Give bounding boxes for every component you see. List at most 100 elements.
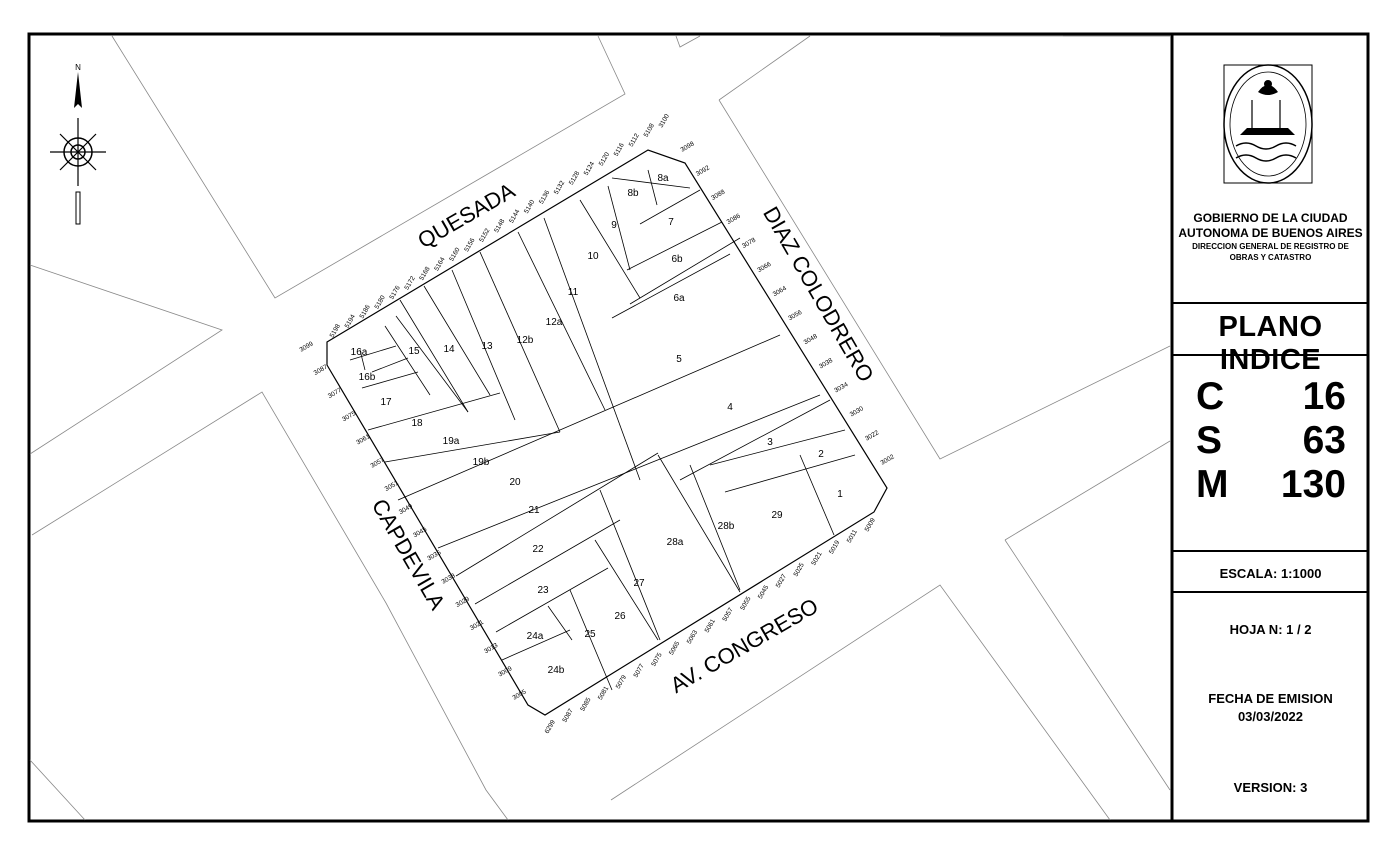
sheet-number: HOJA N: 1 / 2 (1229, 622, 1312, 637)
door-number: 5140 (523, 199, 536, 215)
parcel-label: 6b (671, 254, 683, 265)
door-number: 5198 (329, 323, 342, 339)
parcel-label: 11 (568, 287, 579, 298)
title-block: GOBIERNO DE LA CIUDAD AUTONOMA DE BUENOS… (1174, 35, 1367, 820)
organization-block: GOBIERNO DE LA CIUDAD AUTONOMA DE BUENOS… (1174, 211, 1367, 263)
parcel-label: 22 (532, 544, 544, 555)
parcel-label: 17 (380, 397, 392, 408)
door-number: 5087 (561, 707, 574, 723)
dept-line-1: DIRECCION GENERAL DE REGISTRO DE (1192, 242, 1349, 251)
parcel-label: 1 (837, 489, 843, 500)
door-number: 5025 (793, 562, 806, 578)
parcel-label: 23 (537, 585, 549, 596)
door-number: 3035 (426, 549, 442, 562)
door-number: 5081 (597, 685, 610, 701)
door-number: 3056 (787, 309, 803, 322)
issue-date-block: FECHA DE EMISION 03/03/2022 (1174, 690, 1367, 726)
door-number: 5009 (864, 517, 877, 533)
parcel-label: 19b (473, 457, 490, 468)
door-number: 5063 (686, 629, 699, 645)
door-number: 5128 (568, 170, 581, 186)
door-number: 5112 (628, 132, 641, 148)
door-number: 5077 (633, 663, 646, 679)
door-number: 5194 (344, 313, 357, 329)
street-label-north: QUESADA (413, 178, 519, 254)
door-number: 3029 (455, 595, 471, 608)
parcel-label: 27 (633, 578, 645, 589)
door-number: 5156 (463, 237, 476, 253)
door-number: 5027 (775, 573, 788, 589)
door-number: 3033 (441, 572, 457, 585)
parcel-label: 20 (509, 477, 521, 488)
parcel-label: 25 (584, 629, 596, 640)
compass-north-label: N (75, 63, 81, 72)
door-number: 5061 (704, 618, 717, 634)
parcel-label: 6a (673, 293, 685, 304)
parcel-label: 12b (517, 335, 534, 346)
m-label: M (1196, 463, 1229, 506)
version-text: VERSION: 3 (1233, 780, 1308, 795)
parcel-label: 7 (668, 217, 674, 228)
door-number: 3078 (741, 237, 757, 250)
issue-date-value: 03/03/2022 (1237, 709, 1304, 724)
door-number: 5116 (613, 142, 626, 158)
door-number: 3051 (384, 479, 400, 492)
parcel-label: 13 (481, 341, 493, 352)
parcel-label: 24b (548, 665, 565, 676)
door-number: 5011 (846, 528, 859, 544)
door-number: 5152 (478, 227, 491, 243)
parcel-label: 9 (611, 220, 617, 231)
door-number: 5065 (668, 640, 681, 656)
door-number: 5120 (598, 151, 611, 167)
parcel-label: 26 (614, 611, 626, 622)
org-line-2: AUTONOMA DE BUENOS AIRES (1178, 226, 1363, 240)
door-number: 3022 (864, 429, 880, 442)
parcel-label: 21 (528, 505, 540, 516)
block-outline (326, 149, 888, 716)
parcel-label: 10 (587, 251, 599, 262)
parcel-label: 24a (527, 631, 544, 642)
door-number: 5045 (757, 584, 770, 600)
parcel-lines (349, 169, 856, 691)
door-number: 3045 (412, 526, 428, 539)
parcel-label: 2 (818, 449, 824, 460)
door-number: 5055 (739, 595, 752, 611)
title-block-rules (1172, 302, 1368, 593)
door-number: 5124 (583, 160, 596, 176)
door-number: 3030 (849, 405, 865, 418)
door-number: 5144 (508, 208, 521, 224)
plano-title: PLANO INDICE (1218, 311, 1323, 376)
door-number: 5186 (359, 304, 372, 320)
door-number: 3088 (710, 188, 726, 201)
door-number: 3099 (299, 340, 315, 353)
parcel-label: 3 (767, 437, 773, 448)
door-number: 5085 (579, 696, 592, 712)
door-number: 3034 (833, 381, 849, 394)
c-value: 16 (1302, 375, 1346, 418)
door-number: 5164 (433, 256, 446, 272)
door-number: 3066 (756, 261, 772, 274)
door-number: 3021 (469, 619, 485, 632)
issue-date-label: FECHA DE EMISION (1208, 691, 1333, 706)
parcel-label: 18 (411, 418, 423, 429)
door-number: 5019 (828, 539, 841, 555)
door-number: 3064 (772, 285, 788, 298)
door-number: 3038 (818, 357, 834, 370)
door-number: 5160 (448, 246, 461, 262)
scale-text: ESCALA: 1:1000 (1219, 566, 1322, 581)
parcel-label: 16b (359, 372, 376, 383)
door-number: 3002 (880, 453, 896, 466)
door-number: 3100 (658, 113, 671, 129)
door-number: 6299 (544, 719, 557, 735)
parcel-label: 14 (443, 344, 455, 355)
door-number: 5132 (553, 179, 566, 195)
door-number: 3061 (355, 433, 371, 446)
door-number: 5108 (643, 122, 656, 138)
parcel-label: 8a (657, 173, 669, 184)
sheet-frame (27, 32, 1370, 823)
door-number: 3086 (726, 212, 742, 225)
parcel-label: 12a (546, 317, 563, 328)
door-number: 5021 (810, 550, 823, 566)
parcel-label: 4 (727, 402, 733, 413)
